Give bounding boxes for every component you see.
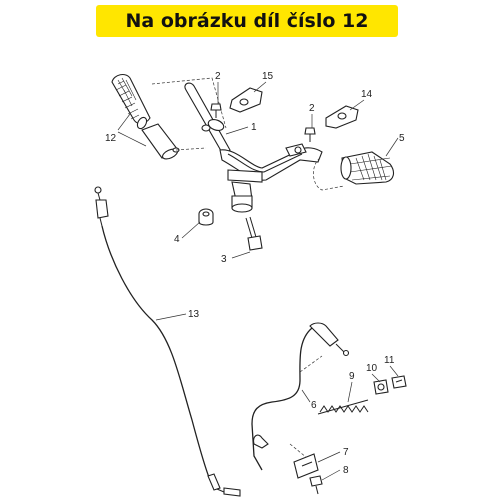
leader-5 bbox=[385, 137, 399, 157]
leader-14 bbox=[349, 99, 365, 111]
spring-9 bbox=[317, 399, 369, 415]
leader-9 bbox=[347, 381, 353, 403]
callout-14: 14 bbox=[361, 89, 373, 100]
callout-11: 11 bbox=[384, 355, 395, 366]
plate-15 bbox=[229, 87, 263, 113]
callout-13: 13 bbox=[188, 309, 200, 320]
pin-11 bbox=[391, 375, 407, 389]
leader-10 bbox=[371, 373, 381, 383]
left-grip bbox=[111, 73, 151, 130]
leader-1 bbox=[225, 126, 249, 135]
leader-11 bbox=[389, 365, 399, 377]
leader-12b bbox=[117, 131, 147, 147]
leader-6 bbox=[301, 389, 311, 403]
callout-9: 9 bbox=[349, 371, 355, 382]
banner-title: Na obrázku díl číslo 12 bbox=[125, 10, 369, 32]
leader-13 bbox=[155, 313, 187, 321]
leader-3 bbox=[231, 251, 251, 259]
handlebar-clamp bbox=[227, 169, 263, 213]
right-grip bbox=[340, 151, 395, 185]
screw-2-right bbox=[304, 127, 316, 142]
callout-8: 8 bbox=[343, 465, 349, 476]
leader-12a bbox=[117, 113, 131, 131]
plate-14 bbox=[325, 105, 359, 129]
callout-12: 12 bbox=[105, 133, 117, 144]
screw-2-left bbox=[210, 103, 222, 118]
fitting-10 bbox=[373, 379, 389, 395]
callout-5: 5 bbox=[399, 133, 405, 144]
callout-15: 15 bbox=[262, 71, 274, 82]
leader-15 bbox=[253, 81, 267, 93]
leader-7 bbox=[317, 451, 341, 463]
callout-7: 7 bbox=[343, 447, 349, 458]
leader-8 bbox=[321, 469, 341, 481]
callout-3: 3 bbox=[221, 254, 227, 265]
bolt-3 bbox=[245, 216, 263, 251]
callout-1: 1 bbox=[251, 122, 257, 133]
screw-8 bbox=[309, 475, 323, 495]
left-grip-sleeve bbox=[141, 123, 180, 160]
callout-6: 6 bbox=[311, 400, 317, 411]
callout-2-left: 2 bbox=[215, 71, 221, 82]
throttle-cable bbox=[94, 186, 241, 497]
callout-2-right: 2 bbox=[309, 103, 315, 114]
bracket-7 bbox=[293, 453, 319, 479]
collar-4 bbox=[198, 208, 214, 226]
leader-4 bbox=[181, 221, 201, 239]
callout-10: 10 bbox=[366, 363, 378, 374]
title-banner: Na obrázku díl číslo 12 bbox=[96, 5, 398, 37]
callout-4: 4 bbox=[174, 234, 180, 245]
brake-cable bbox=[251, 322, 350, 471]
